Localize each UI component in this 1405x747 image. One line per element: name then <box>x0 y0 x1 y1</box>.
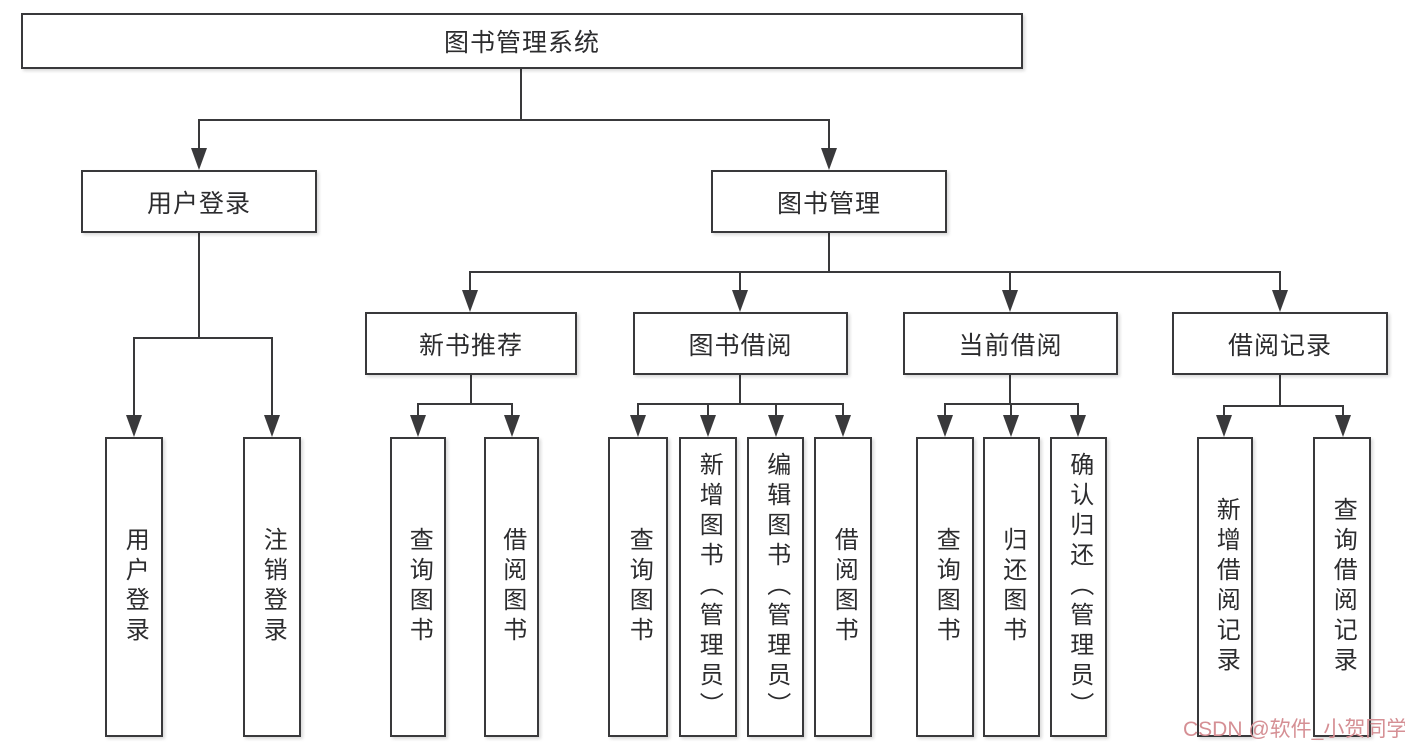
arrowhead-icon <box>821 148 837 170</box>
connector-line <box>1279 375 1281 405</box>
node-label: 图书借阅 <box>688 331 793 360</box>
leaf-return-books: 归还图书 <box>983 437 1040 737</box>
node-label: 图书管理系统 <box>443 29 600 57</box>
leaf-query-borrow-record: 查询借阅记录 <box>1313 437 1371 737</box>
arrowhead-icon <box>126 415 142 437</box>
connector-line <box>417 403 513 405</box>
arrowhead-icon <box>937 415 953 437</box>
connector-line <box>511 403 513 417</box>
node-label: 编辑图书（管理员） <box>762 452 790 722</box>
arrowhead-icon <box>1003 415 1019 437</box>
node-label: 用户登录 <box>146 189 251 218</box>
node-current-borrow: 当前借阅 <box>903 312 1118 375</box>
connector-line <box>828 119 830 151</box>
connector-line <box>707 403 709 417</box>
arrowhead-icon <box>1335 415 1351 437</box>
node-book-management: 图书管理 <box>711 170 947 233</box>
node-label: 归还图书 <box>998 527 1026 647</box>
node-library-management-system: 图书管理系统 <box>21 13 1023 69</box>
node-label: 新增图书（管理员） <box>695 452 723 722</box>
connector-line <box>637 403 639 417</box>
leaf-add-books-admin: 新增图书（管理员） <box>679 437 737 737</box>
connector-line <box>133 337 135 417</box>
connector-line <box>417 403 419 417</box>
node-label: 图书管理 <box>776 189 881 218</box>
leaf-borrow-books-borrow: 借阅图书 <box>814 437 872 737</box>
connector-line <box>637 403 844 405</box>
connector-line <box>133 337 273 339</box>
node-label: 借阅图书 <box>830 527 858 647</box>
connector-line <box>198 233 200 337</box>
leaf-user-login: 用户登录 <box>105 437 163 737</box>
leaf-add-borrow-record: 新增借阅记录 <box>1197 437 1253 737</box>
arrowhead-icon <box>1216 415 1232 437</box>
leaf-query-books-newbook: 查询图书 <box>390 437 446 737</box>
connector-line <box>1223 405 1344 407</box>
arrowhead-icon <box>504 415 520 437</box>
connector-line <box>1342 405 1344 417</box>
node-label: 借阅记录 <box>1227 331 1332 360</box>
node-label: 用户登录 <box>121 527 149 647</box>
leaf-query-books-borrow: 查询图书 <box>608 437 668 737</box>
connector-line <box>198 119 830 121</box>
connector-line <box>271 337 273 417</box>
connector-line <box>1223 405 1225 417</box>
connector-line <box>469 271 471 292</box>
node-new-book-recommend: 新书推荐 <box>365 312 577 375</box>
arrowhead-icon <box>264 415 280 437</box>
connector-line <box>520 69 522 119</box>
node-user-login: 用户登录 <box>81 170 317 233</box>
arrowhead-icon <box>410 415 426 437</box>
connector-line <box>944 403 946 417</box>
node-borrow-records: 借阅记录 <box>1172 312 1388 375</box>
leaf-query-books-current: 查询图书 <box>916 437 974 737</box>
csdn-watermark: CSDN @软件_小贺同学 <box>1183 718 1405 741</box>
node-label: 借阅图书 <box>498 527 526 647</box>
arrowhead-icon <box>191 148 207 170</box>
connector-line <box>1009 271 1011 292</box>
arrowhead-icon <box>630 415 646 437</box>
node-label: 当前借阅 <box>958 331 1063 360</box>
node-label: 确认归还（管理员） <box>1065 452 1093 722</box>
connector-line <box>775 403 777 417</box>
node-label: 查询图书 <box>625 527 653 647</box>
arrowhead-icon <box>700 415 716 437</box>
arrowhead-icon <box>768 415 784 437</box>
connector-line <box>1010 403 1012 417</box>
arrowhead-icon <box>1002 290 1018 312</box>
arrowhead-icon <box>835 415 851 437</box>
connector-line <box>1009 375 1011 403</box>
node-label: 查询图书 <box>932 527 960 647</box>
connector-line <box>1279 271 1281 292</box>
leaf-logout: 注销登录 <box>243 437 301 737</box>
leaf-borrow-books-newbook: 借阅图书 <box>484 437 539 737</box>
connector-line <box>1077 403 1079 417</box>
connector-line <box>739 271 741 292</box>
connector-line <box>739 375 741 403</box>
leaf-edit-books-admin: 编辑图书（管理员） <box>747 437 804 737</box>
arrowhead-icon <box>732 290 748 312</box>
connector-line <box>469 271 1281 273</box>
connector-line <box>470 375 472 403</box>
arrowhead-icon <box>1272 290 1288 312</box>
node-book-borrow: 图书借阅 <box>633 312 848 375</box>
connector-line <box>198 119 200 151</box>
node-label: 查询图书 <box>405 527 433 647</box>
node-label: 新增借阅记录 <box>1212 497 1240 677</box>
connector-line <box>828 233 830 271</box>
node-label: 查询借阅记录 <box>1329 497 1357 677</box>
leaf-confirm-return-admin: 确认归还（管理员） <box>1050 437 1107 737</box>
node-label: 新书推荐 <box>418 331 523 360</box>
node-label: 注销登录 <box>259 527 287 647</box>
connector-line <box>842 403 844 417</box>
arrowhead-icon <box>1070 415 1086 437</box>
arrowhead-icon <box>462 290 478 312</box>
